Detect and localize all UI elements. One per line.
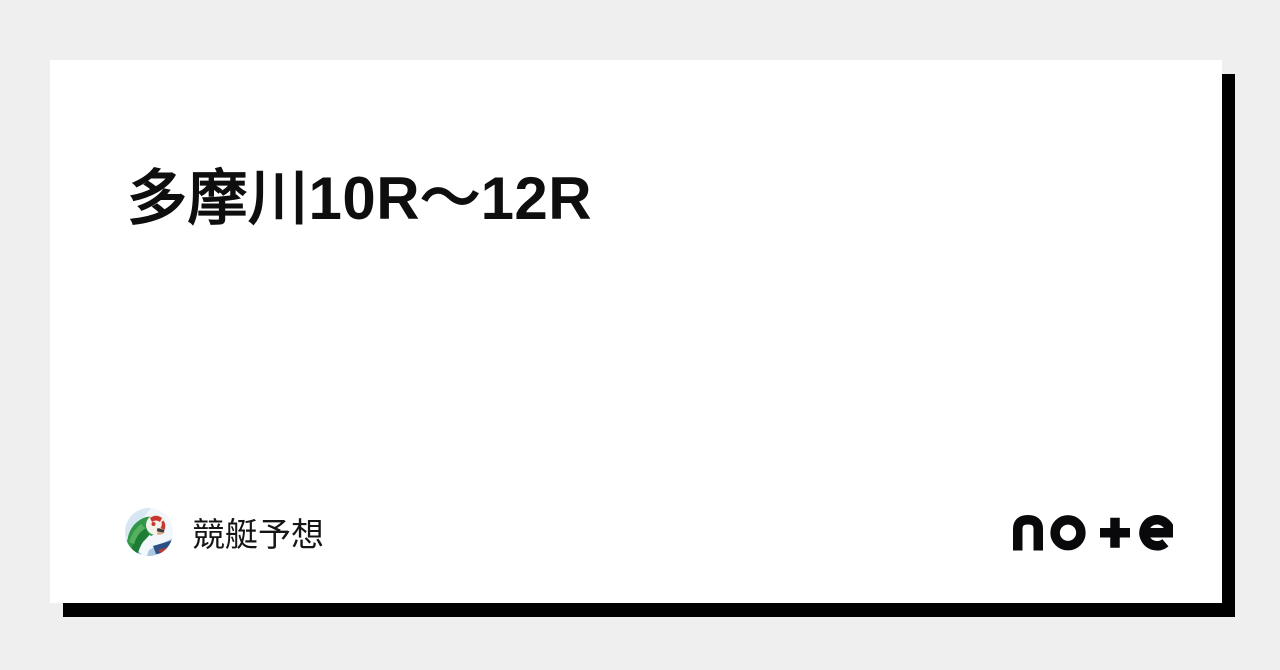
page-title: 多摩川10R〜12R [127,165,593,233]
author-name: 競艇予想 [192,516,324,553]
avatar [125,508,173,556]
author-row: 競艇予想 [125,508,324,556]
share-card[interactable]: 多摩川10R〜12R [50,60,1222,603]
note-logo-icon [1013,515,1173,551]
boat-racer-avatar-icon [125,508,173,556]
